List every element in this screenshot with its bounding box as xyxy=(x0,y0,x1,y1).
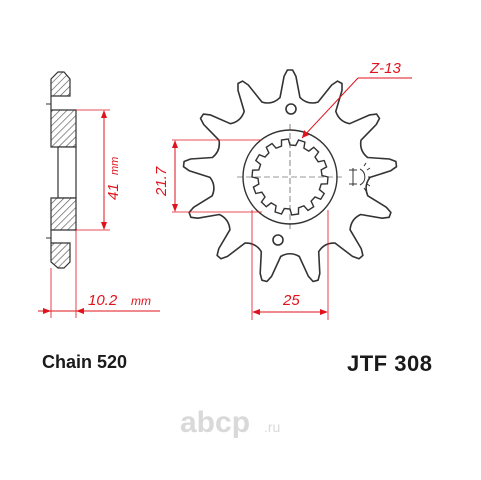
part-number: JTF 308 xyxy=(347,351,433,376)
thickness-unit: mm xyxy=(131,294,151,308)
thickness-value: 10.2 xyxy=(88,292,118,309)
profile-bottom-tooth xyxy=(50,242,71,269)
height-dimension: 41 mm xyxy=(76,109,122,231)
height-value: 41 xyxy=(105,183,122,200)
side-profile xyxy=(46,71,77,269)
bolt-spacing-value: 25 xyxy=(282,292,300,309)
watermark-tld: .ru xyxy=(264,419,280,435)
bore-dimension: 21.7 xyxy=(153,139,262,213)
watermark-logo: abcp .ru xyxy=(180,406,280,439)
bolt-spacing-dimension: 25 xyxy=(251,210,329,320)
bolt-hole-bottom xyxy=(272,234,284,246)
height-unit: mm xyxy=(109,157,121,175)
profile-top-tooth xyxy=(50,71,71,97)
thickness-dimension: 10.2 mm xyxy=(38,230,160,318)
chain-label: Chain 520 xyxy=(42,352,128,372)
teeth-count-callout: Z-13 xyxy=(301,60,412,139)
sprocket-symbol-icon xyxy=(349,162,372,192)
bore-width-value: 21.7 xyxy=(153,166,170,197)
watermark-brand: abcp xyxy=(180,406,250,439)
profile-upper-hub xyxy=(50,109,77,148)
bolt-hole-top xyxy=(285,103,297,115)
profile-lower-hub xyxy=(50,197,77,231)
profile-bore xyxy=(57,146,77,199)
sprocket-front-view xyxy=(182,69,398,283)
teeth-count: Z-13 xyxy=(369,60,402,77)
